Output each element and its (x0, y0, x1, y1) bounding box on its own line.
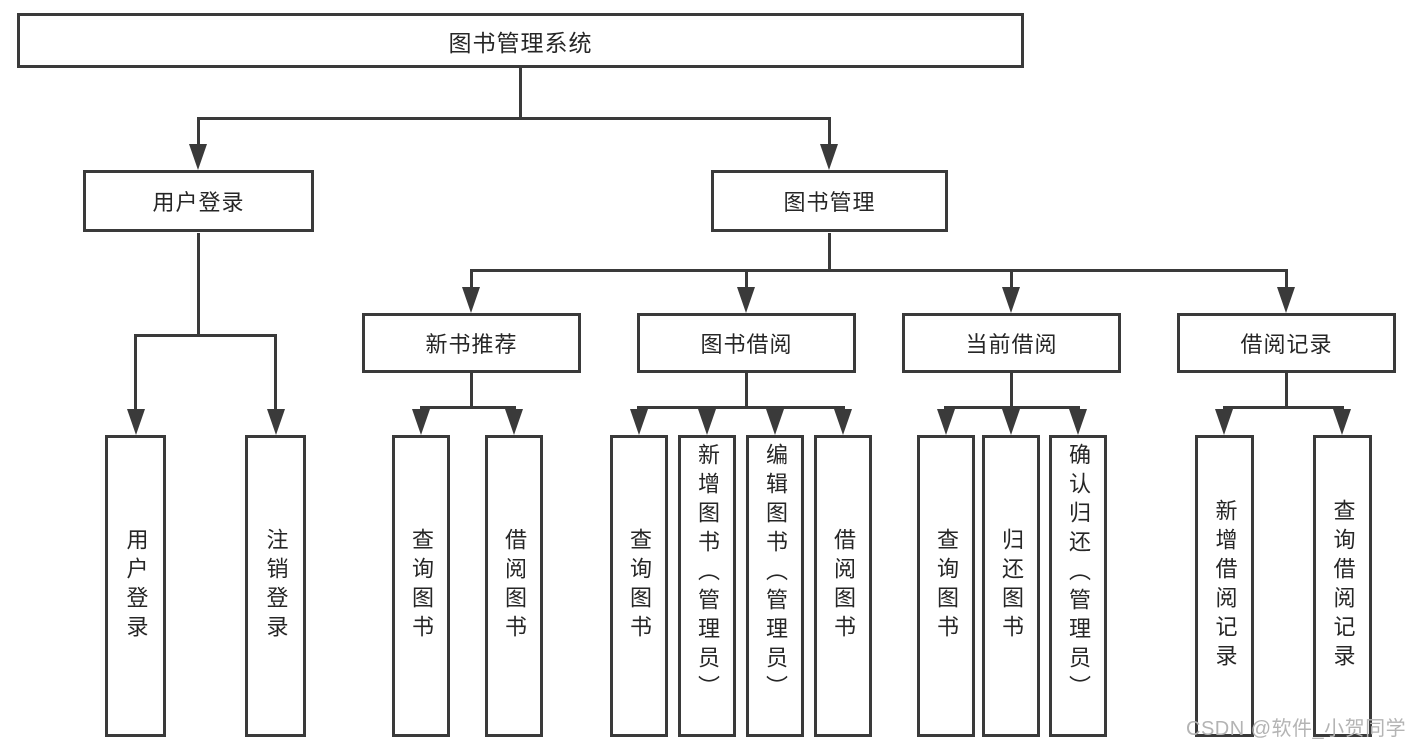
arrow-down-icon (630, 409, 648, 435)
connector-line (1010, 269, 1013, 289)
connector-line (470, 269, 1288, 272)
leaf-add-borrow-record: 新增借阅记录 (1195, 435, 1254, 737)
arrow-down-icon (698, 409, 716, 435)
leaf-add-books-admin: 新增图书（管理员） (678, 435, 736, 737)
arrow-down-icon (127, 409, 145, 435)
csdn-watermark: CSDN @软件_小贺同学 (1186, 718, 1405, 740)
connector-line (828, 233, 831, 272)
connector-line (420, 406, 516, 409)
arrow-down-icon (1215, 409, 1233, 435)
node-library-management-system: 图书管理系统 (17, 13, 1024, 68)
connector-line (134, 334, 277, 337)
leaf-borrow-books-recommend: 借阅图书 (485, 435, 543, 737)
connector-line (745, 269, 748, 289)
connector-line (944, 406, 1080, 409)
connector-line (197, 233, 200, 337)
arrow-down-icon (1333, 409, 1351, 435)
arrow-down-icon (412, 409, 430, 435)
leaf-query-books-recommend: 查询图书 (392, 435, 450, 737)
node-user-login: 用户登录 (83, 170, 314, 232)
leaf-logout-login: 注销登录 (245, 435, 306, 737)
leaf-query-books-current: 查询图书 (917, 435, 975, 737)
node-borrowing-records: 借阅记录 (1177, 313, 1396, 373)
arrow-down-icon (737, 287, 755, 313)
connector-line (745, 373, 748, 409)
leaf-user-login: 用户登录 (105, 435, 166, 737)
leaf-edit-books-admin: 编辑图书（管理员） (746, 435, 804, 737)
node-new-book-recommendation: 新书推荐 (362, 313, 581, 373)
connector-line (1010, 373, 1013, 409)
arrow-down-icon (505, 409, 523, 435)
leaf-query-books-borrow: 查询图书 (610, 435, 668, 737)
leaf-query-borrow-record: 查询借阅记录 (1313, 435, 1372, 737)
leaf-borrow-books-borrow: 借阅图书 (814, 435, 872, 737)
connector-line (197, 117, 200, 146)
arrow-down-icon (462, 287, 480, 313)
leaf-return-books: 归还图书 (982, 435, 1040, 737)
connector-line (519, 68, 522, 120)
node-book-borrowing: 图书借阅 (637, 313, 856, 373)
arrow-down-icon (267, 409, 285, 435)
arrow-down-icon (189, 144, 207, 170)
connector-line (470, 269, 473, 289)
arrow-down-icon (820, 144, 838, 170)
arrow-down-icon (766, 409, 784, 435)
arrow-down-icon (1069, 409, 1087, 435)
connector-line (1285, 269, 1288, 289)
connector-line (1285, 373, 1288, 409)
node-current-borrowing: 当前借阅 (902, 313, 1121, 373)
arrow-down-icon (834, 409, 852, 435)
arrow-down-icon (1002, 409, 1020, 435)
connector-line (637, 406, 845, 409)
arrow-down-icon (937, 409, 955, 435)
arrow-down-icon (1277, 287, 1295, 313)
connector-line (470, 373, 473, 409)
node-book-management: 图书管理 (711, 170, 948, 232)
connector-line (1223, 406, 1344, 409)
arrow-down-icon (1002, 287, 1020, 313)
connector-line (134, 334, 137, 411)
connector-line (197, 117, 831, 120)
connector-line (828, 117, 831, 146)
leaf-confirm-return-admin: 确认归还（管理员） (1049, 435, 1107, 737)
connector-line (274, 334, 277, 411)
